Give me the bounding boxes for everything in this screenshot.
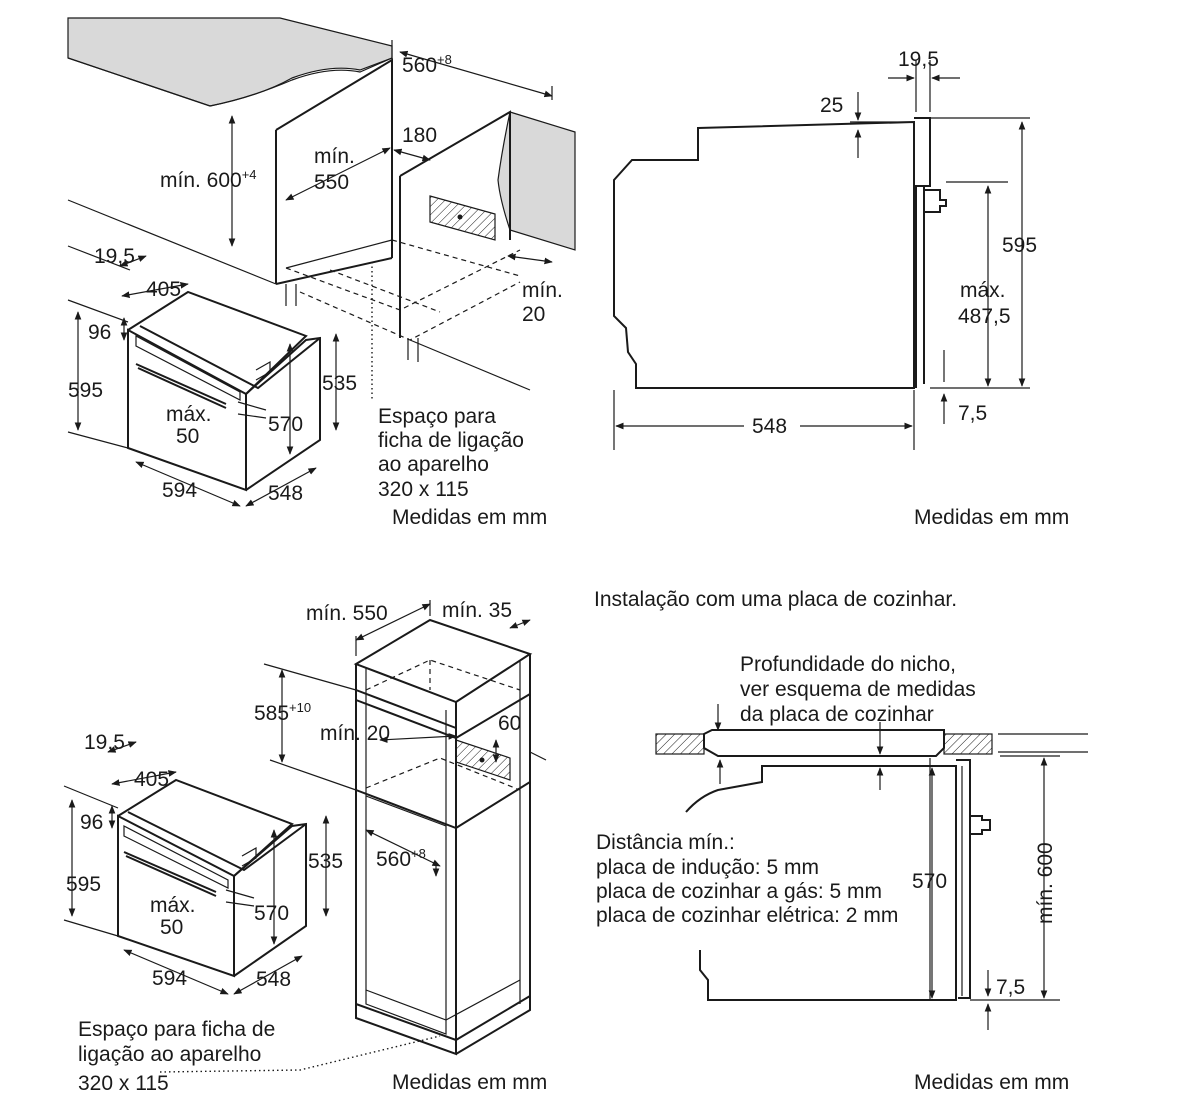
hob-dim-570: 570 bbox=[912, 870, 947, 893]
oven2-dim-405: 405 bbox=[134, 768, 169, 791]
plug2-line-1: Espaço para ficha de bbox=[78, 1018, 275, 1041]
side-dim-595: 595 bbox=[1002, 234, 1037, 257]
oven1-dim-96: 96 bbox=[88, 321, 111, 344]
oven1-dim-594: 594 bbox=[162, 479, 197, 502]
units-label-2: Medidas em mm bbox=[914, 506, 1069, 529]
oven2-dim-max: máx. bbox=[150, 894, 196, 917]
plug-line-3: ao aparelho bbox=[378, 453, 489, 476]
side-dim-548: 548 bbox=[752, 415, 787, 438]
cab-dim-585: 585+10 bbox=[254, 700, 311, 725]
oven2-dim-19-5: 19,5 bbox=[84, 731, 125, 754]
plug-line-1: Espaço para bbox=[378, 405, 496, 428]
plug2-line-3: 320 x 115 bbox=[78, 1072, 169, 1095]
cab-dim-560: 560+8 bbox=[376, 846, 426, 871]
dim-min-20-label: mín. bbox=[522, 279, 563, 302]
cab-dim-min-20: mín. 20 bbox=[320, 722, 390, 745]
undercounter-niche-diagram bbox=[67, 17, 576, 507]
dim-height-600: mín. 600+4 bbox=[160, 167, 257, 192]
niche-line-1: Profundidade do nicho, bbox=[740, 653, 956, 676]
dim-min-20-value: 20 bbox=[522, 303, 545, 326]
oven2-dim-96: 96 bbox=[80, 811, 103, 834]
oven-iso-2 bbox=[117, 778, 307, 978]
countertop-right-hatch bbox=[943, 733, 993, 755]
dist-induction: placa de indução: 5 mm bbox=[596, 856, 819, 879]
oven2-dim-548: 548 bbox=[256, 968, 291, 991]
countertop-left-hatch bbox=[655, 733, 705, 755]
hob-dim-7-5: 7,5 bbox=[996, 976, 1025, 999]
oven2-dim-535: 535 bbox=[308, 850, 343, 873]
cab-dim-60: 60 bbox=[498, 712, 521, 735]
side-dim-19-5: 19,5 bbox=[898, 48, 939, 71]
dist-title: Distância mín.: bbox=[596, 831, 735, 854]
oven1-dim-50: 50 bbox=[176, 425, 199, 448]
oven1-dim-535: 535 bbox=[322, 372, 357, 395]
hob-installation-diagram bbox=[655, 704, 1088, 1030]
oven-iso-1 bbox=[127, 290, 321, 492]
oven2-dim-595: 595 bbox=[66, 873, 101, 896]
dim-180: 180 bbox=[402, 124, 437, 147]
hob-dim-min-600: mín. 600 bbox=[1034, 842, 1057, 924]
side-dim-max: máx. bbox=[960, 279, 1006, 302]
hob-title: Instalação com uma placa de cozinhar. bbox=[594, 588, 957, 611]
side-dim-487-5: 487,5 bbox=[958, 305, 1011, 328]
units-label-3: Medidas em mm bbox=[392, 1071, 547, 1094]
oven1-dim-19-5: 19,5 bbox=[94, 245, 135, 268]
oven1-dim-570: 570 bbox=[268, 413, 303, 436]
plug-line-4: 320 x 115 bbox=[378, 478, 469, 501]
plug-line-2: ficha de ligação bbox=[378, 429, 524, 452]
oven1-dim-405: 405 bbox=[146, 278, 181, 301]
units-label-1: Medidas em mm bbox=[392, 506, 547, 529]
dim-depth-550: 550 bbox=[314, 171, 349, 194]
oven2-dim-50: 50 bbox=[160, 916, 183, 939]
niche-line-2: ver esquema de medidas bbox=[740, 678, 976, 701]
tall-cabinet-diagram bbox=[63, 600, 547, 1073]
dim-width-560: 560+8 bbox=[402, 52, 452, 77]
countertop-shape bbox=[67, 17, 393, 107]
plug2-line-2: ligação ao aparelho bbox=[78, 1043, 261, 1066]
cab-dim-min-35: mín. 35 bbox=[442, 599, 512, 622]
units-label-4: Medidas em mm bbox=[914, 1071, 1069, 1094]
oven2-dim-594: 594 bbox=[152, 967, 187, 990]
oven1-dim-548: 548 bbox=[268, 482, 303, 505]
dist-gas: placa de cozinhar a gás: 5 mm bbox=[596, 880, 882, 903]
oven1-dim-595: 595 bbox=[68, 379, 103, 402]
niche-line-3: da placa de cozinhar bbox=[740, 703, 934, 726]
oven2-dim-570: 570 bbox=[254, 902, 289, 925]
side-dim-25: 25 bbox=[820, 94, 843, 117]
side-dim-7-5: 7,5 bbox=[958, 402, 987, 425]
oven-side-view bbox=[613, 60, 1030, 450]
oven1-dim-max: máx. bbox=[166, 403, 212, 426]
socket-area bbox=[429, 195, 496, 241]
dist-electric: placa de cozinhar elétrica: 2 mm bbox=[596, 904, 898, 927]
dim-depth-min: mín. bbox=[314, 145, 355, 168]
cab-dim-min-550: mín. 550 bbox=[306, 602, 388, 625]
